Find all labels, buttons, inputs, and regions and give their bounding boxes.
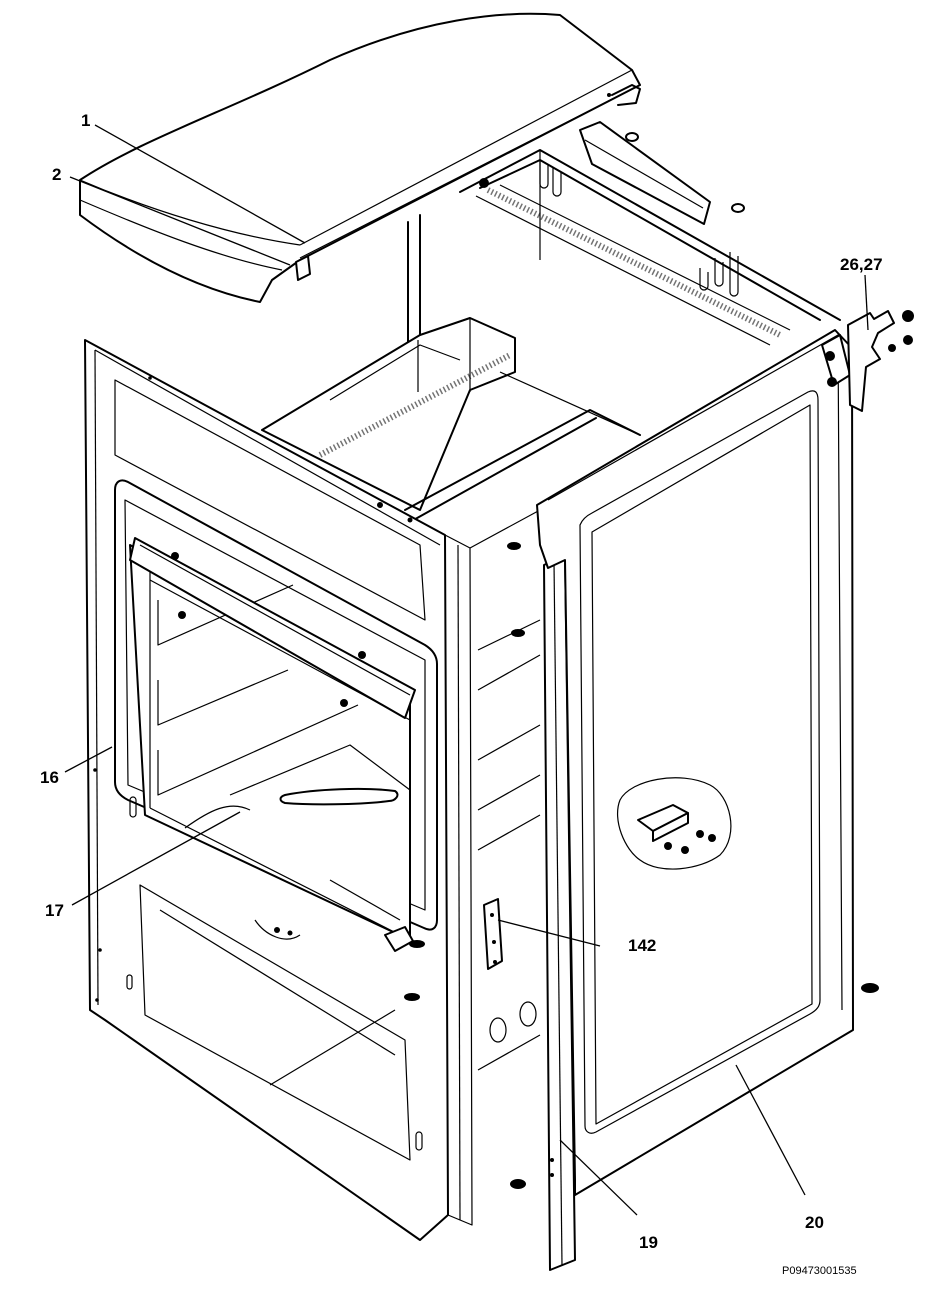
rear-frame [407,121,841,346]
leader-19 [559,1139,638,1216]
leader-16 [64,746,113,773]
label-part-142: 142 [628,936,656,955]
label-part-16: 16 [40,768,59,787]
insulation-block [261,317,641,523]
leader-26-27 [864,274,869,331]
drawing-code: P09473001535 [782,1265,857,1277]
label-part-17: 17 [45,901,64,920]
label-part-19: 19 [639,1233,658,1252]
label-part-2: 2 [52,165,61,184]
leader-1 [94,124,306,244]
corner-bracket-26-27 [847,310,914,412]
label-part-26-27: 26,27 [840,255,883,274]
label-part-1: 1 [81,111,90,130]
leader-2 [69,176,291,266]
leader-lines [64,124,869,1216]
right-side-panel [536,329,879,1196]
leader-142 [497,919,601,947]
top-cover-panel [79,12,641,303]
screw-top-rear [479,132,745,213]
hinge-bracket [483,898,503,970]
label-part-20: 20 [805,1213,824,1232]
leader-17 [71,811,241,906]
center-structure [469,509,541,1189]
leader-20 [735,1064,806,1196]
left-side-panel [84,339,473,1241]
